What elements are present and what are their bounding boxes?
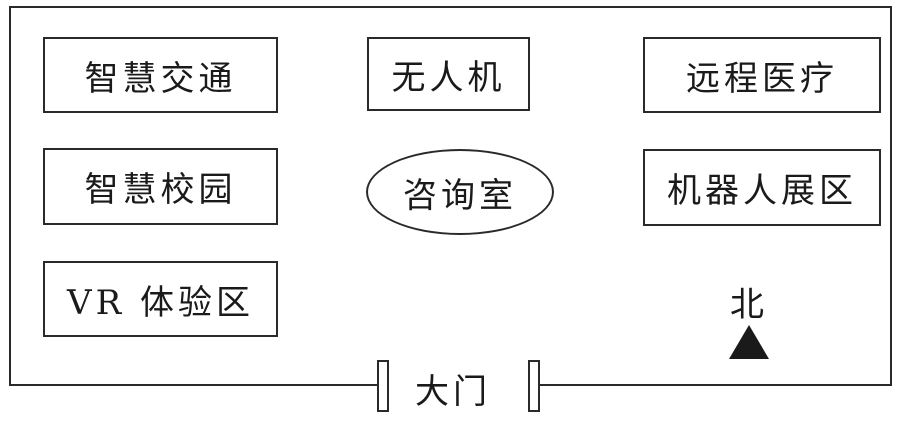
- room-consultation: 咨询室: [366, 149, 554, 235]
- room-drone: 无人机: [367, 37, 530, 111]
- room-telemedicine: 远程医疗: [643, 37, 881, 113]
- gate-post-left: [377, 360, 389, 412]
- wall-bottom-left: [9, 384, 379, 386]
- wall-left: [9, 6, 11, 386]
- gate-label: 大门: [415, 372, 491, 412]
- room-smart-campus: 智慧校园: [43, 148, 278, 225]
- north-label: 北: [730, 285, 768, 325]
- room-robot-exhibit: 机器人展区: [643, 149, 881, 226]
- wall-right: [890, 6, 892, 386]
- wall-bottom-right: [540, 384, 892, 386]
- gate-post-right: [528, 360, 540, 412]
- north-arrow-icon: [729, 325, 769, 359]
- room-smart-traffic: 智慧交通: [43, 37, 278, 113]
- room-vr-zone: VR 体验区: [43, 261, 278, 337]
- wall-top: [9, 6, 892, 8]
